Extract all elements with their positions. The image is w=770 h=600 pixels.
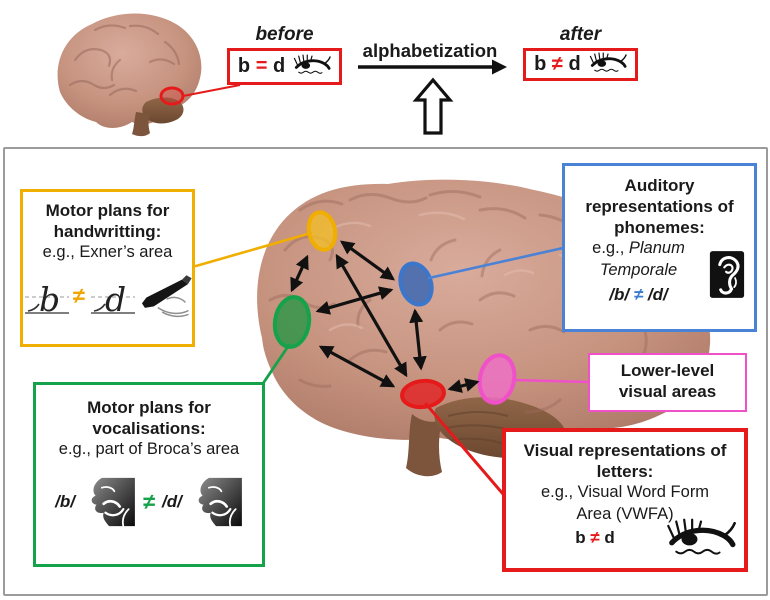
vwfa-title-2: letters: xyxy=(596,462,654,482)
region-lower-visual xyxy=(477,353,517,405)
vocal-d-label: /d/ xyxy=(162,491,182,511)
after-label: after xyxy=(559,24,602,45)
cursive-d-icon: d xyxy=(90,280,135,319)
main-panel-border xyxy=(3,147,768,596)
handwriting-example: e.g., Exner’s area xyxy=(42,243,173,262)
svg-text:d: d xyxy=(105,280,126,319)
handwriting-box: Motor plans for handwritting: e.g., Exne… xyxy=(20,189,195,347)
region-ellipses xyxy=(272,210,517,410)
vocal-neq: ≠ xyxy=(142,488,156,514)
handwriting-neq: ≠ xyxy=(72,282,85,308)
after-formula: b ≠ d xyxy=(534,53,581,75)
vocal-tract-d-icon xyxy=(189,477,243,527)
auditory-box: Auditory representations of phonemes: e.… xyxy=(562,163,757,332)
auditory-title-3: phonemes: xyxy=(614,218,705,238)
eye-icon xyxy=(664,518,738,564)
vwfa-example-1: e.g., Visual Word Form xyxy=(540,483,710,502)
auditory-formula: /b/ ≠ /d/ xyxy=(609,285,668,305)
eye-icon xyxy=(293,54,331,79)
before-label: before xyxy=(255,24,314,45)
handwriting-title-2: handwritting: xyxy=(53,222,162,242)
alphabetization-arrow xyxy=(358,59,507,75)
writing-hand-icon xyxy=(139,272,192,320)
handwriting-title-1: Motor plans for xyxy=(45,201,170,220)
vwfa-formula: b ≠ d xyxy=(575,528,615,548)
vocal-title-1: Motor plans for xyxy=(87,398,211,417)
vwfa-box: Visual representations of letters: e.g.,… xyxy=(502,428,748,572)
callout-line-small-brain xyxy=(182,84,241,97)
svg-text:b: b xyxy=(39,280,60,319)
vocalisation-box: Motor plans for vocalisations: e.g., par… xyxy=(33,382,265,567)
small-brain-vwfa-marker xyxy=(159,86,185,106)
auditory-title-1: Auditory xyxy=(624,176,695,195)
vwfa-example-2: Area (VWFA) xyxy=(576,504,674,523)
vwfa-title-1: Visual representations of xyxy=(523,441,727,460)
lower-visual-box: Lower-level visual areas xyxy=(588,353,747,412)
small-brain-illustration xyxy=(57,13,241,137)
connection-arrows xyxy=(290,240,480,393)
handwriting-graphic: b ≠ d xyxy=(23,272,192,320)
before-box: b = d xyxy=(227,48,342,85)
process-label: alphabetization xyxy=(362,40,498,61)
vocal-tract-b-icon xyxy=(82,477,136,527)
auditory-example-2: Temporale xyxy=(599,260,678,279)
after-box: b ≠ d xyxy=(523,48,638,81)
leader-lines xyxy=(194,231,590,496)
lower-visual-line-2: visual areas xyxy=(618,382,717,402)
ear-icon xyxy=(709,250,745,299)
region-vwfa xyxy=(400,378,446,410)
vocal-b-label: /b/ xyxy=(55,491,75,511)
vocal-title-2: vocalisations: xyxy=(92,419,206,439)
lower-visual-line-1: Lower-level xyxy=(620,361,715,380)
up-block-arrow xyxy=(412,77,454,135)
cursive-b-icon: b xyxy=(25,280,69,319)
auditory-title-2: representations of xyxy=(585,197,734,217)
vocal-example: e.g., part of Broca’s area xyxy=(58,440,240,459)
auditory-example-1: e.g., Planum xyxy=(592,239,685,258)
before-formula: b = d xyxy=(237,55,286,77)
vocal-graphic: /b/ ≠ /d/ xyxy=(36,477,262,527)
eye-icon xyxy=(589,52,627,77)
